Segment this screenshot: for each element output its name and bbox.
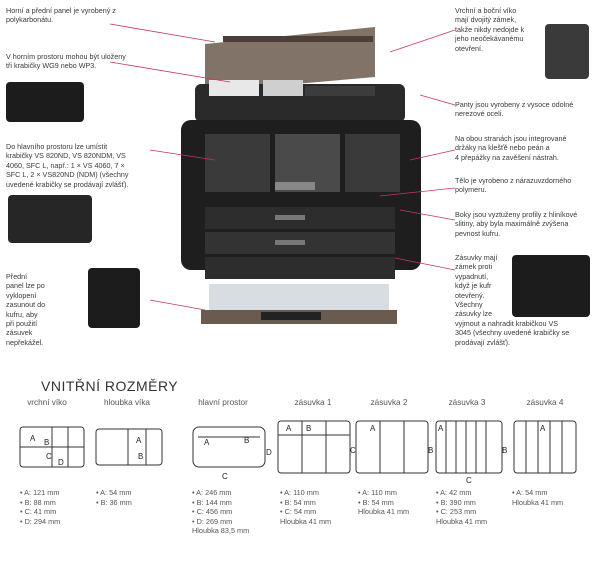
label-A: A — [286, 424, 292, 433]
callout-top-storage: V horním prostoru mohou být uloženy tři … — [6, 52, 126, 71]
specs-drawer3: • A: 42 mm • B: 390 mm • C: 253 mm Hloub… — [436, 488, 488, 526]
callout-front-panel: Přední panel lze po vyklopení zasunout d… — [6, 272, 46, 347]
col-title-drawer3: zásuvka 3 — [448, 398, 486, 407]
callout-top-panel: Horní a přední panel je vyrobený z polyk… — [6, 6, 116, 25]
label-B: B — [138, 452, 143, 461]
label-A: A — [540, 424, 546, 433]
callout-double-lock: Vrchní a boční víko mají dvojitý zámek, … — [455, 6, 525, 53]
section-title: VNITŘNÍ ROZMĚRY — [41, 378, 179, 394]
label-C: C — [46, 452, 52, 461]
tackle-box-illustration — [181, 27, 421, 324]
thumb-front-panel — [88, 268, 140, 328]
specs-top-lid: • A: 121 mm • B: 88 mm • C: 41 mm • D: 2… — [20, 488, 61, 526]
label-A: A — [370, 424, 376, 433]
label-C: C — [222, 472, 228, 481]
label-A: A — [30, 434, 36, 443]
label-B: B — [44, 438, 49, 447]
specs-lid-depth: • A: 54 mm • B: 36 mm — [96, 488, 132, 507]
col-title-drawer2: zásuvka 2 — [370, 398, 408, 407]
thumb-drawer-lock — [512, 255, 590, 317]
label-D: D — [58, 458, 64, 467]
callout-hinges: Panty jsou vyrobeny z vysoce odolné nere… — [455, 100, 574, 119]
label-B: B — [502, 446, 507, 455]
col-title-drawer4: zásuvka 4 — [526, 398, 564, 407]
specs-drawer1: • A: 110 mm • B: 54 mm • C: 54 mm Hloubk… — [280, 488, 332, 526]
label-A: A — [438, 424, 444, 433]
label-C: C — [350, 446, 356, 455]
dimension-diagrams: A B C D A B A B C D A B C A B A B C A — [19, 420, 577, 485]
callout-lines — [109, 23, 456, 311]
label-B: B — [244, 436, 249, 445]
specs-main: • A: 246 mm • B: 144 mm • C: 456 mm • D:… — [192, 488, 250, 536]
label-A: A — [204, 438, 210, 447]
label-B: B — [428, 446, 433, 455]
label-D: D — [266, 448, 272, 457]
callout-drawer-lock: Zásuvky mají zámek proti vypadnutí, když… — [455, 253, 570, 347]
col-title-drawer1: zásuvka 1 — [294, 398, 332, 407]
thumb-top-tray — [6, 82, 84, 122]
col-title-main: hlavní prostor — [198, 398, 248, 407]
callout-aluminium-profiles: Boky jsou vyztuženy profily z hliníkové … — [455, 210, 578, 238]
col-title-top-lid: vrchní víko — [27, 398, 67, 407]
callout-main-compartment: Do hlavního prostoru lze umístit krabičk… — [6, 142, 129, 189]
thumb-main-compartment — [8, 195, 92, 243]
label-A: A — [136, 436, 142, 445]
label-C: C — [466, 476, 472, 485]
label-B: B — [306, 424, 311, 433]
specs-drawer4: • A: 54 mm Hloubka 41 mm — [512, 488, 564, 507]
thumb-lid-lock — [545, 24, 589, 79]
col-title-lid-depth: hloubka víka — [104, 398, 150, 407]
callout-holders: Na obou stranách jsou integrované držáky… — [455, 134, 567, 162]
callout-body-material: Tělo je vyrobeno z nárazuvzdorného polym… — [455, 176, 572, 195]
specs-drawer2: • A: 110 mm • B: 54 mm Hloubka 41 mm — [358, 488, 410, 517]
